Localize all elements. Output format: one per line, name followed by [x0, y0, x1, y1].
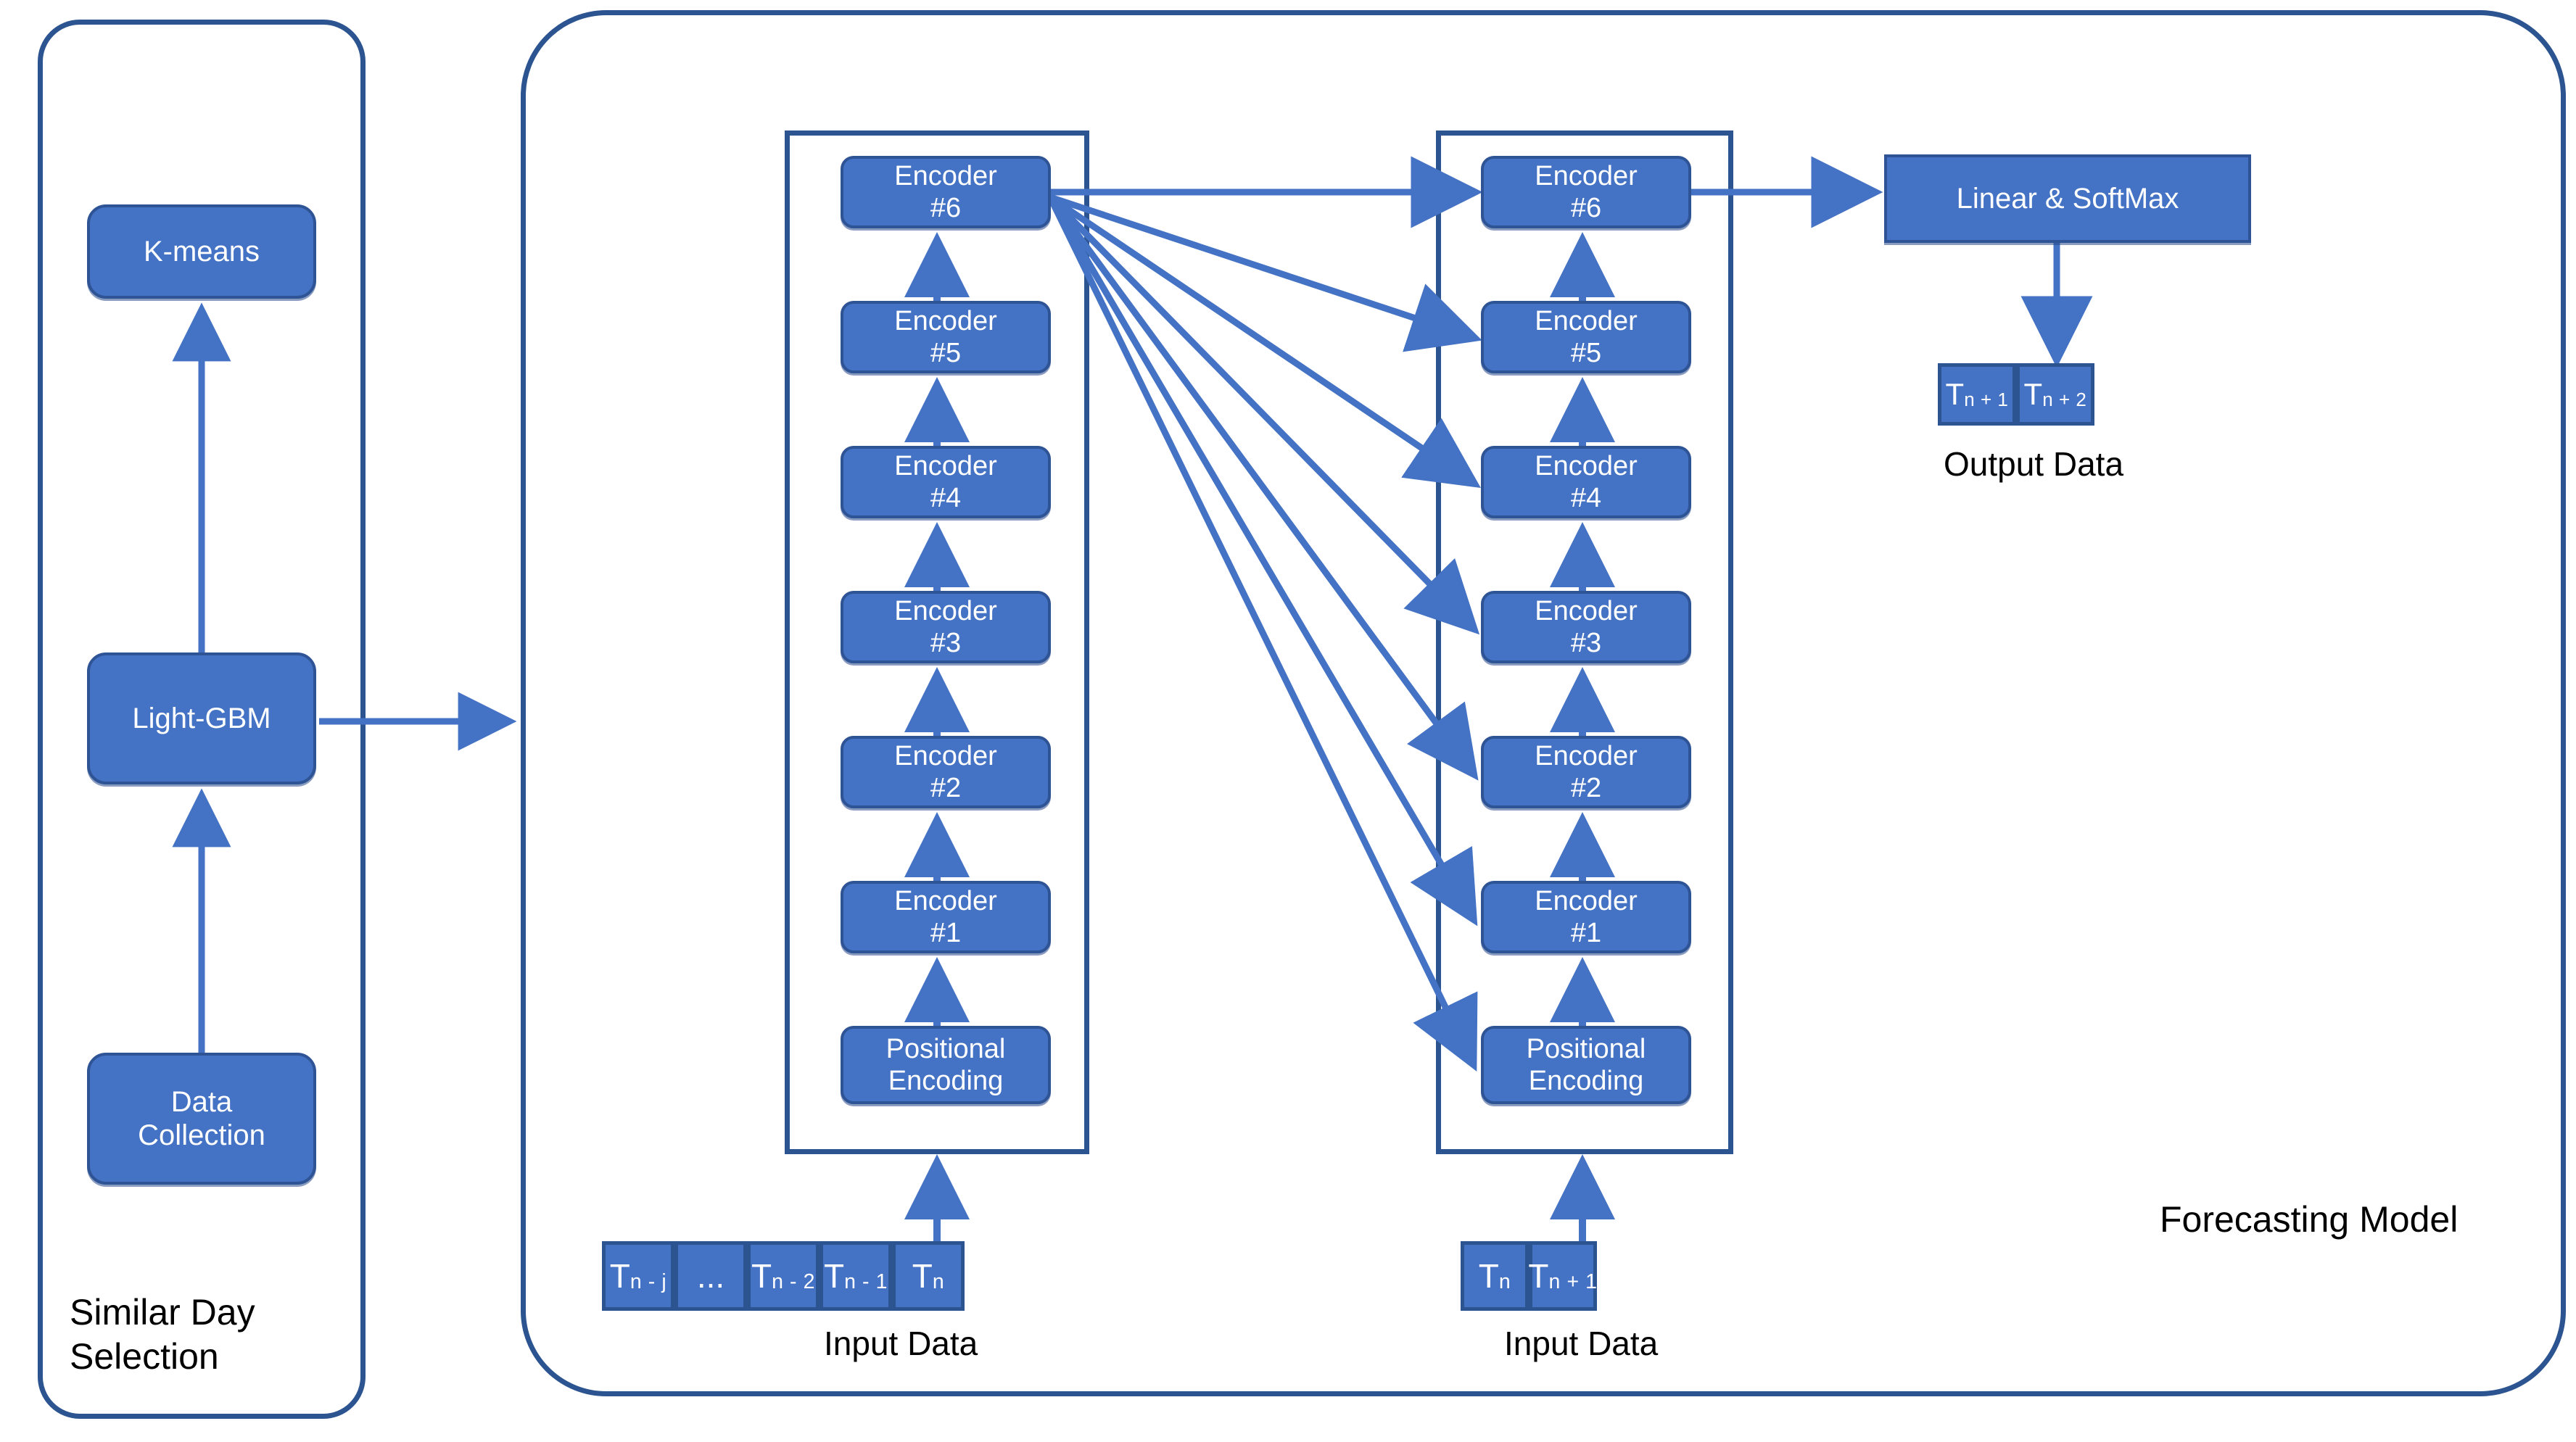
stack1-positional-encoding-line2: Encoding: [888, 1066, 1004, 1096]
stack2-encoder-4-line1: Encoder: [1535, 450, 1638, 481]
stack2-encoder-3-line2: #3: [1570, 628, 1602, 658]
stack2-encoder-6-line1: Encoder: [1535, 160, 1638, 191]
stack2-encoder-5-line1: Encoder: [1535, 305, 1638, 336]
node-linear-softmax-label: Linear & SoftMax: [1956, 182, 2179, 215]
stack1-encoder-3[interactable]: Encoder #3: [841, 591, 1051, 663]
forecasting-model-label: Forecasting Model: [2160, 1198, 2464, 1242]
stack1-encoder-1-line2: #1: [930, 918, 962, 948]
forecasting-model-panel: [521, 10, 2566, 1396]
stack1-encoder-1-line1: Encoder: [894, 885, 997, 916]
node-k-means-label: K-means: [143, 235, 260, 268]
stack1-positional-encoding-line1: Positional: [886, 1033, 1006, 1064]
input-data-2-caption: Input Data: [1504, 1325, 1659, 1362]
stack2-encoder-4-line2: #4: [1570, 483, 1602, 513]
stack2-encoder-1[interactable]: Encoder #1: [1481, 881, 1691, 953]
node-linear-softmax[interactable]: Linear & SoftMax: [1884, 154, 2251, 243]
stack2-encoder-3[interactable]: Encoder #3: [1481, 591, 1691, 663]
input1-cell-0-base: T: [609, 1257, 630, 1295]
node-data-collection[interactable]: Data Collection: [87, 1053, 316, 1185]
forecasting-model-label-line1: Forecasting: [2160, 1199, 2350, 1240]
node-light-gbm[interactable]: Light-GBM: [87, 652, 316, 784]
input1-cell-3-base: T: [823, 1257, 845, 1295]
stack1-encoder-4-line2: #4: [930, 483, 962, 513]
stack1-encoder-2-line2: #2: [930, 773, 962, 803]
stack2-encoder-1-line1: Encoder: [1535, 885, 1638, 916]
stack1-encoder-3-line2: #3: [930, 628, 962, 658]
stack1-encoder-6[interactable]: Encoder #6: [841, 156, 1051, 228]
input1-cell-2-base: T: [751, 1257, 772, 1295]
input1-cell-1: ...: [674, 1241, 747, 1311]
input2-cell-0-base: T: [1478, 1257, 1499, 1295]
input2-cell-1-base: T: [1528, 1257, 1549, 1295]
node-k-means[interactable]: K-means: [87, 204, 316, 299]
stack1-encoder-3-line1: Encoder: [894, 595, 997, 626]
output-cell-1-sub: n + 2: [2042, 389, 2087, 411]
stack2-encoder-2-line1: Encoder: [1535, 740, 1638, 771]
stack2-positional-encoding-line1: Positional: [1526, 1033, 1646, 1064]
similar-day-label-line1: Similar Day: [70, 1292, 255, 1333]
stack1-encoder-4-line1: Encoder: [894, 450, 997, 481]
similar-day-label-line2: Selection: [70, 1336, 219, 1377]
stack2-encoder-5[interactable]: Encoder #5: [1481, 301, 1691, 373]
stack1-encoder-4[interactable]: Encoder #4: [841, 446, 1051, 518]
input2-cell-0-sub: n: [1498, 1270, 1511, 1294]
stack1-encoder-5-line2: #5: [930, 338, 962, 368]
stack2-encoder-6-line2: #6: [1570, 193, 1602, 223]
stack1-encoder-5-line1: Encoder: [894, 305, 997, 336]
input1-cell-2-sub: n - 2: [772, 1270, 816, 1294]
stack1-encoder-1[interactable]: Encoder #1: [841, 881, 1051, 953]
stack2-encoder-3-line1: Encoder: [1535, 595, 1638, 626]
output-cell-0-base: T: [1945, 377, 1965, 411]
stack1-encoder-6-line2: #6: [930, 193, 962, 223]
input1-cell-4-base: T: [912, 1257, 933, 1295]
output-cell-1-base: T: [2023, 377, 2043, 411]
input2-cell-1-sub: n + 1: [1548, 1270, 1598, 1294]
input-data-1-caption: Input Data: [824, 1325, 978, 1362]
stack1-encoder-6-line1: Encoder: [894, 160, 997, 191]
forecasting-model-label-line2: Model: [2359, 1199, 2459, 1240]
similar-day-selection-label: Similar Day Selection: [70, 1290, 309, 1379]
stack2-encoder-5-line2: #5: [1570, 338, 1602, 368]
stack2-encoder-2[interactable]: Encoder #2: [1481, 736, 1691, 808]
node-data-collection-label-line1: Data: [170, 1085, 233, 1118]
input1-cell-1-base: ...: [696, 1257, 725, 1295]
input1-cell-3-sub: n - 1: [844, 1270, 888, 1294]
stack2-encoder-4[interactable]: Encoder #4: [1481, 446, 1691, 518]
input1-cell-0-sub: n - j: [629, 1270, 667, 1294]
stack2-positional-encoding[interactable]: Positional Encoding: [1481, 1026, 1691, 1104]
stack1-positional-encoding[interactable]: Positional Encoding: [841, 1026, 1051, 1104]
stack1-encoder-5[interactable]: Encoder #5: [841, 301, 1051, 373]
stack1-encoder-2[interactable]: Encoder #2: [841, 736, 1051, 808]
stack2-encoder-2-line2: #2: [1570, 773, 1602, 803]
node-data-collection-label-line2: Collection: [138, 1119, 265, 1151]
stack1-encoder-2-line1: Encoder: [894, 740, 997, 771]
output-cell-0-sub: n + 1: [1964, 389, 2009, 411]
input1-cell-4-sub: n: [932, 1270, 945, 1294]
stack2-positional-encoding-line2: Encoding: [1528, 1066, 1644, 1096]
stack2-encoder-6[interactable]: Encoder #6: [1481, 156, 1691, 228]
node-light-gbm-label: Light-GBM: [132, 702, 271, 734]
output-data-caption: Output Data: [1944, 445, 2124, 483]
stack2-encoder-1-line2: #1: [1570, 918, 1602, 948]
